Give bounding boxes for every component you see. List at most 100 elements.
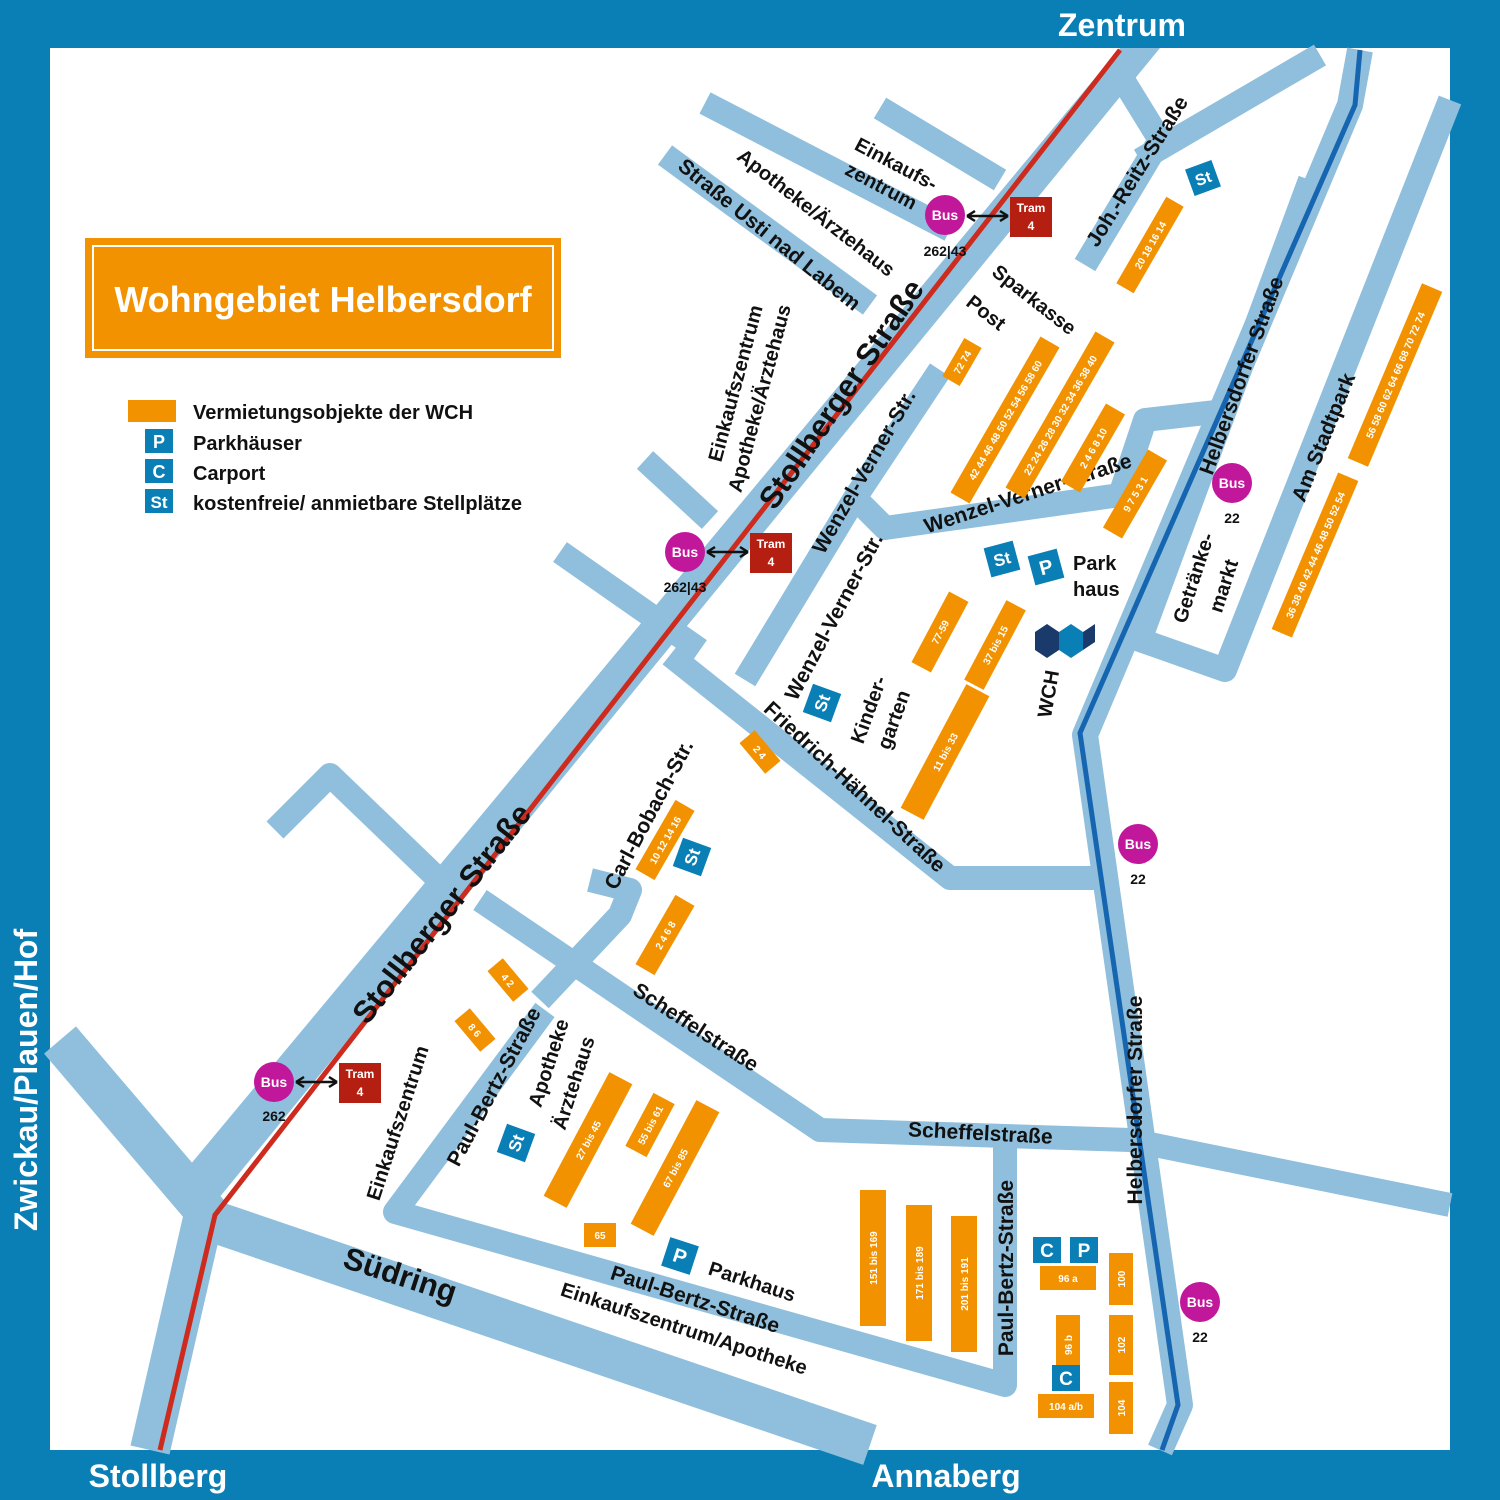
svg-text:65: 65 xyxy=(594,1231,606,1242)
svg-text:Bus: Bus xyxy=(672,544,699,560)
transfer-arrow-icon xyxy=(966,209,1009,223)
parking-icon: P xyxy=(661,1237,699,1275)
svg-text:St: St xyxy=(811,692,835,715)
svg-text:96 b: 96 b xyxy=(1064,1335,1075,1355)
svg-text:104 a/b: 104 a/b xyxy=(1049,1402,1083,1413)
svg-text:4: 4 xyxy=(357,1085,364,1099)
edge-label-bottom-left: Stollberg xyxy=(89,1458,228,1494)
building-27-45: 27 bis 45 xyxy=(543,1072,633,1208)
svg-text:151 bis 169: 151 bis 169 xyxy=(869,1231,880,1285)
svg-text:Bus: Bus xyxy=(1125,836,1152,852)
building-201-191: 201 bis 191 xyxy=(951,1216,977,1352)
bus-stop-22-north: Bus 22 xyxy=(1212,463,1252,526)
stellplatz-icon: St xyxy=(672,837,712,877)
legend-stellplatz-symbol: St xyxy=(151,493,168,512)
legend-parking-icon xyxy=(145,429,173,453)
tram-stop-south: Tram 4 xyxy=(339,1063,381,1103)
bus-stop-icon xyxy=(1180,1282,1220,1322)
building-96a: 96 a xyxy=(1040,1266,1096,1290)
carport-icon: C xyxy=(1052,1365,1080,1391)
bus-stop-icon xyxy=(925,195,965,235)
place-parkhaus-1: Park xyxy=(1073,553,1117,575)
svg-text:C: C xyxy=(1040,1241,1054,1262)
bus-stop-22-south: Bus 22 xyxy=(1180,1282,1220,1345)
transit-stops: Bus 262|43 Tram 4 Bus 262|43 Tram 4 Bus … xyxy=(254,195,1252,1345)
road-stollberger-to-bottom xyxy=(130,1205,225,1455)
bus-stop-south: Bus 262 xyxy=(254,1062,294,1124)
street-label-paul-bertz-3: Paul-Bertz-Straße xyxy=(995,1180,1018,1356)
road-ne-diagonal xyxy=(1133,44,1327,171)
svg-text:Tram: Tram xyxy=(1017,201,1046,215)
road-wenzel-verner xyxy=(846,400,1217,540)
svg-text:104: 104 xyxy=(1117,1399,1128,1416)
tram-stop-icon xyxy=(1010,197,1052,237)
parking-symbols: St St P St St St P C xyxy=(496,160,1221,1391)
building-8-6: 8 6 xyxy=(454,1008,496,1052)
bus-stop-mid: Bus 262|43 xyxy=(664,532,707,595)
road-spur-west xyxy=(553,542,707,660)
tram-stop-icon xyxy=(339,1063,381,1103)
stellplatz-icon: St xyxy=(1185,160,1221,196)
building-151-169: 151 bis 169 xyxy=(860,1190,886,1326)
road-am-stadtpark xyxy=(1128,95,1462,682)
svg-text:Bus: Bus xyxy=(932,207,959,223)
tram-line xyxy=(157,48,1122,1451)
bus-stop-icon xyxy=(1212,463,1252,503)
map-title: Wohngebiet Helbersdorf xyxy=(114,279,532,320)
building-77-59: 77-59 xyxy=(911,591,969,673)
title-box: Wohngebiet Helbersdorf xyxy=(85,238,561,358)
svg-text:4: 4 xyxy=(768,555,775,569)
legend-carport-icon xyxy=(145,459,173,483)
svg-text:22: 22 xyxy=(1130,871,1146,887)
road-usti xyxy=(657,145,878,315)
building-104: 104 xyxy=(1109,1382,1133,1434)
transfer-arrow-icon xyxy=(706,545,749,559)
bus-stop-icon xyxy=(1118,824,1158,864)
wch-logo-icon xyxy=(1035,624,1095,658)
road-friedrich-haehnel xyxy=(662,645,1100,890)
building-96b: 96 b xyxy=(1056,1315,1080,1375)
building-171-189: 171 bis 189 xyxy=(906,1205,932,1341)
svg-text:Tram: Tram xyxy=(757,537,786,551)
svg-text:Tram: Tram xyxy=(346,1067,375,1081)
legend-label-1: Parkhäuser xyxy=(193,433,302,455)
svg-text:P: P xyxy=(1078,1241,1091,1262)
svg-text:171 bis 189: 171 bis 189 xyxy=(915,1246,926,1300)
legend-label-0: Vermietungsobjekte der WCH xyxy=(193,402,473,424)
bus-line-22 xyxy=(1077,49,1363,1451)
svg-text:201 bis 191: 201 bis 191 xyxy=(960,1257,971,1311)
bus-stop-icon xyxy=(254,1062,294,1102)
svg-text:96 a: 96 a xyxy=(1058,1274,1078,1285)
svg-text:St: St xyxy=(681,846,705,869)
svg-text:St: St xyxy=(505,1132,529,1155)
street-label-helbersdorfer-lower: Helbersdorfer Straße xyxy=(1124,996,1147,1205)
svg-text:Bus: Bus xyxy=(1219,475,1246,491)
stellplatz-icon: St xyxy=(983,540,1021,578)
svg-text:22: 22 xyxy=(1192,1329,1208,1345)
svg-text:P: P xyxy=(1037,556,1056,581)
bus-stop-icon xyxy=(665,532,705,572)
svg-text:102: 102 xyxy=(1117,1336,1128,1353)
legend-label-3: kostenfreie/ anmietbare Stellplätze xyxy=(193,493,522,515)
tram-stop-icon xyxy=(750,533,792,573)
svg-text:Bus: Bus xyxy=(261,1074,288,1090)
parking-icon: P xyxy=(1027,548,1065,586)
legend-parking-symbol: P xyxy=(153,432,165,452)
road-ezentrum-west xyxy=(636,451,719,529)
building-102: 102 xyxy=(1109,1315,1133,1375)
carport-icon: C xyxy=(1033,1237,1061,1263)
building-65: 65 xyxy=(584,1223,616,1247)
place-parkhaus-2: haus xyxy=(1073,579,1120,601)
svg-text:St: St xyxy=(1193,168,1214,190)
legend-label-2: Carport xyxy=(193,463,266,485)
tram-stop-north: Tram 4 xyxy=(1010,197,1052,237)
road-scheffel xyxy=(473,890,1453,1217)
svg-text:22: 22 xyxy=(1224,510,1240,526)
building-4-2: 4 2 xyxy=(487,958,529,1002)
road-carl-bobach xyxy=(531,868,642,1009)
legend-carport-symbol: C xyxy=(153,462,166,482)
legend-stellplatz-icon xyxy=(145,489,173,513)
transfer-arrow-icon xyxy=(295,1075,338,1089)
svg-text:100: 100 xyxy=(1117,1270,1128,1287)
